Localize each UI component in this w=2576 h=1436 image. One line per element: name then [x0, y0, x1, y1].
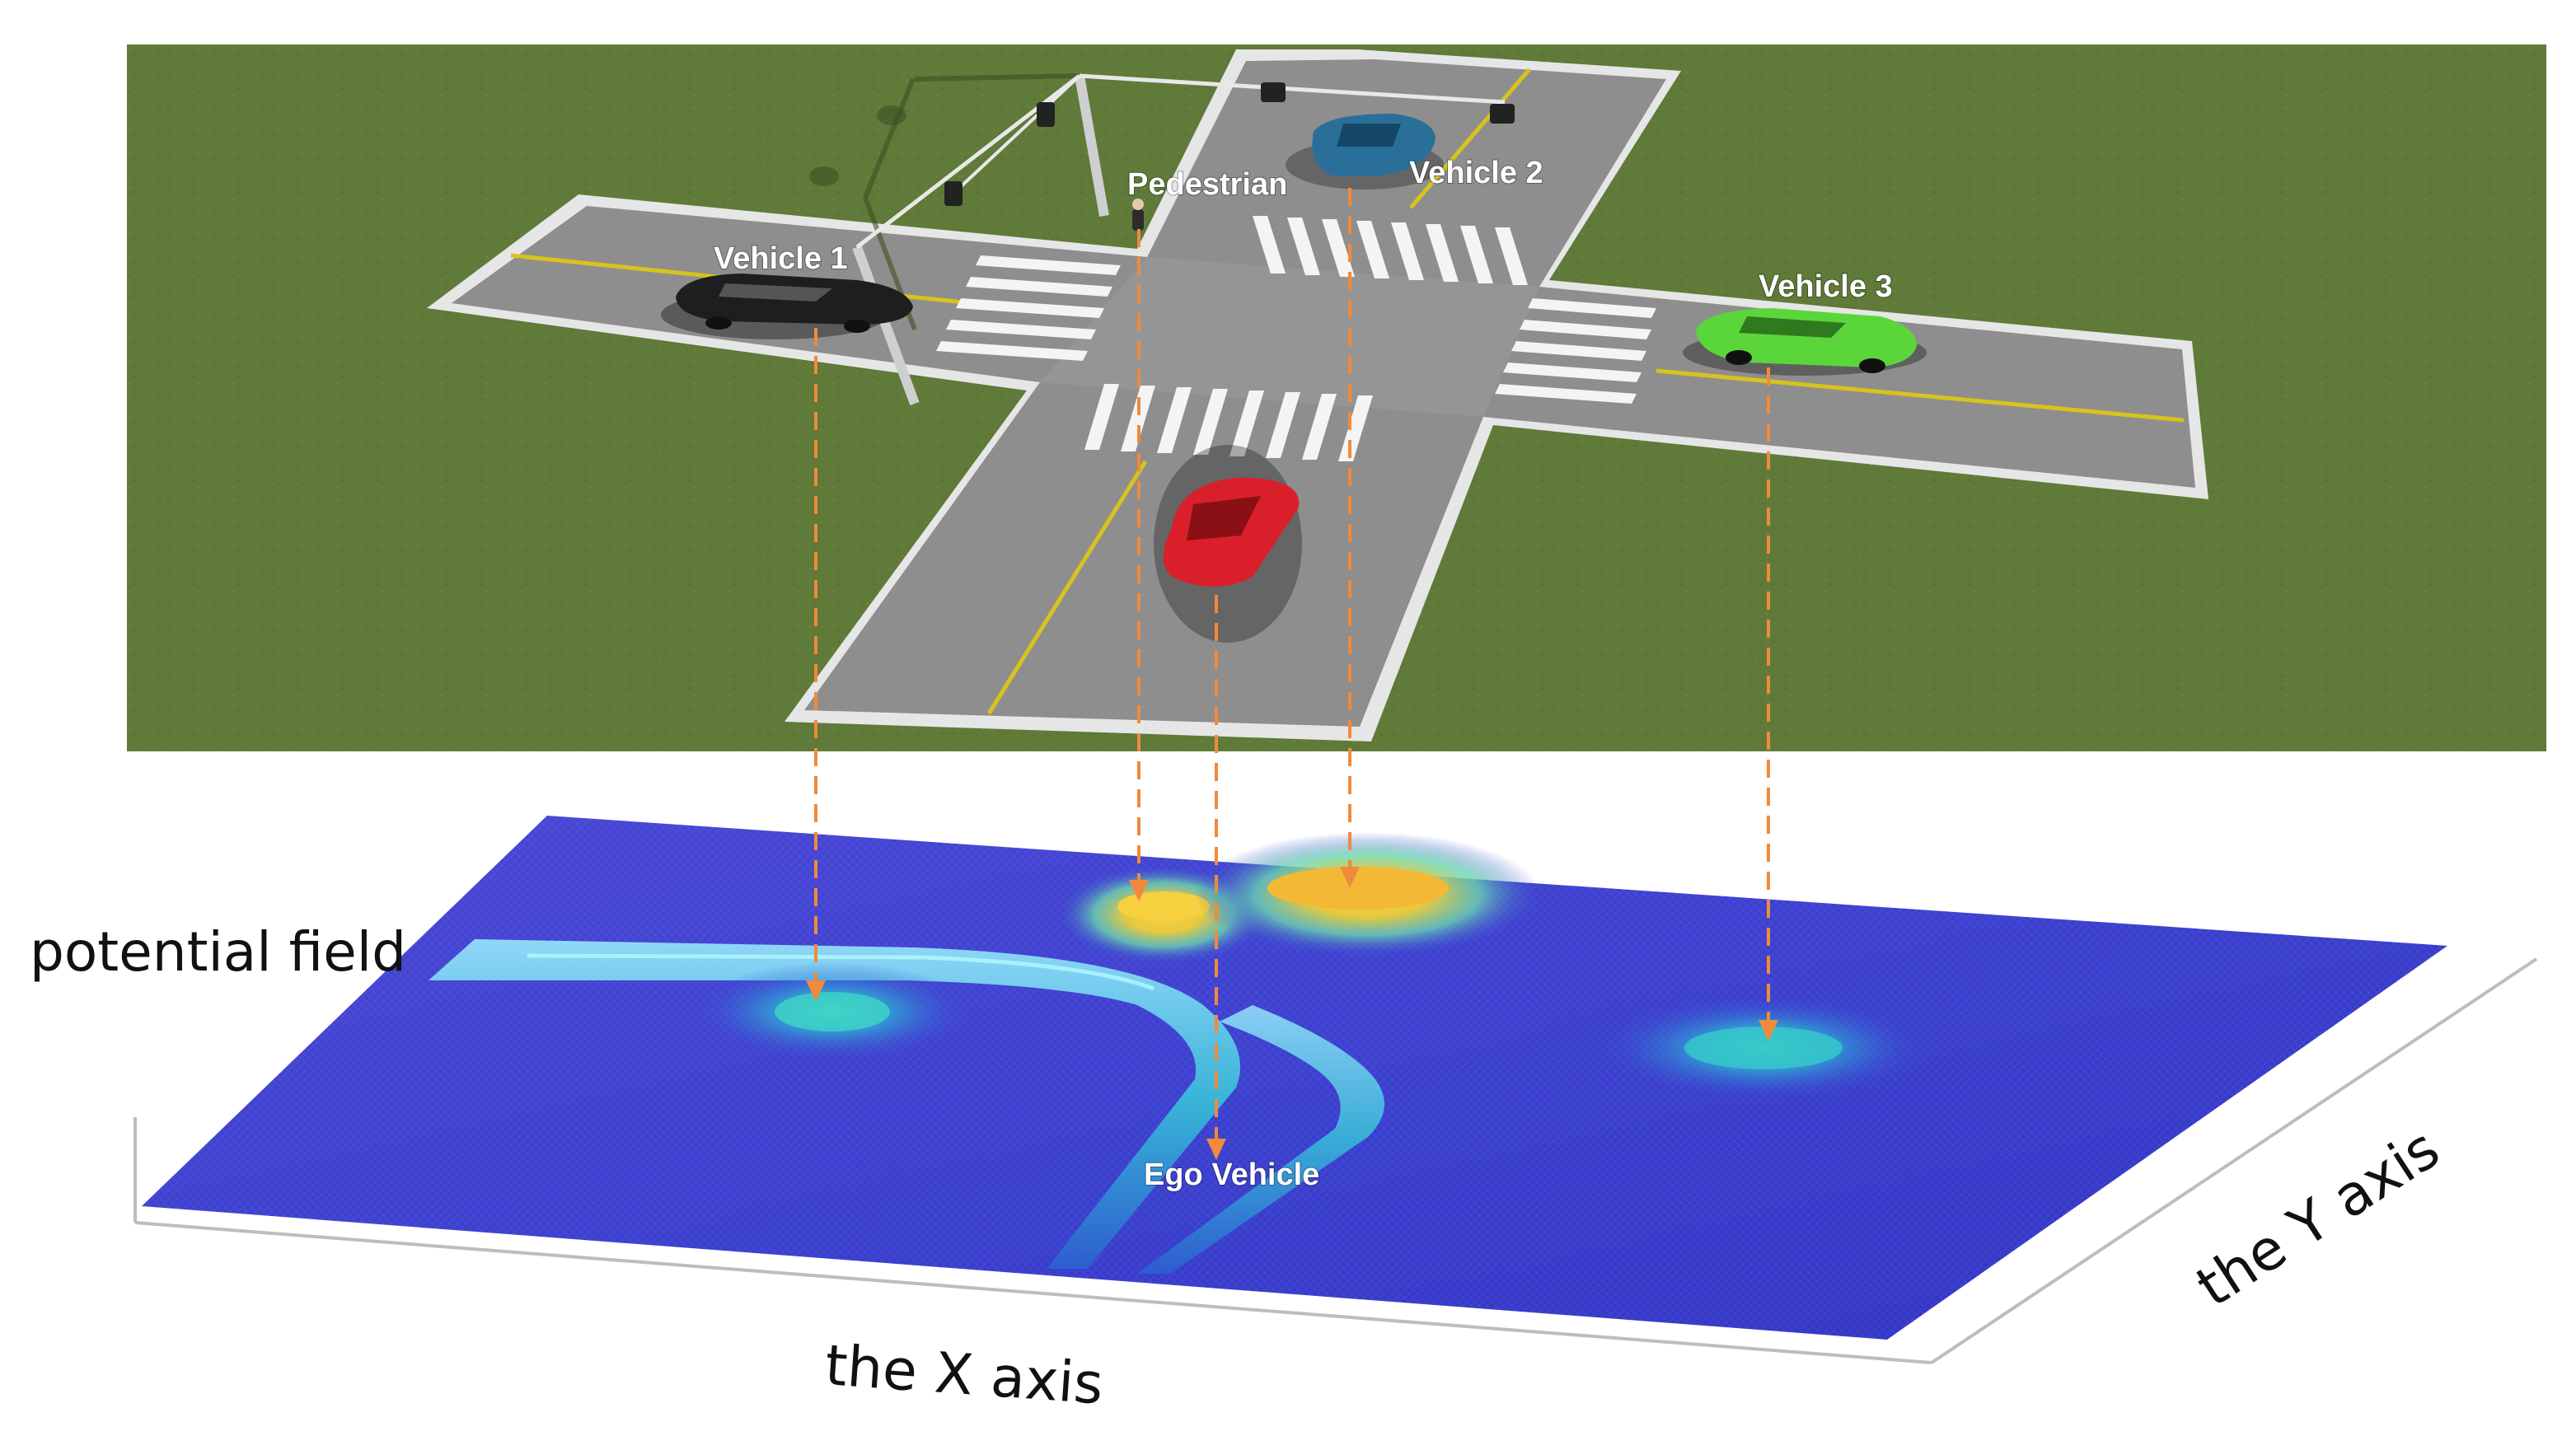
arrow-head [1129, 880, 1149, 901]
pedestrian-figure [1132, 199, 1144, 231]
crosswalk-south [1084, 384, 1373, 461]
arrow-head [1206, 1139, 1226, 1160]
traffic-signal-head [944, 181, 962, 206]
traffic-signal-head [1261, 82, 1286, 102]
vehicle-2-car [1286, 114, 1444, 189]
arrow-heads [806, 867, 1778, 1160]
y-axis-label: the Y axis [2185, 1116, 2451, 1320]
vehicle-1-car [661, 274, 913, 339]
arrow-head [806, 980, 826, 1002]
ego-vehicle-car [1154, 445, 1302, 643]
intersection-scene: Vehicle 1 Pedestrian Vehicle 2 Vehicle 3 [127, 44, 2546, 751]
arrow-head [1340, 867, 1360, 888]
traffic-signal-head [1490, 104, 1515, 124]
crosswalk-west [936, 255, 1121, 361]
traffic-signal-head [1037, 102, 1055, 127]
road-network [427, 49, 2208, 741]
traffic-light-gantry [809, 73, 1515, 406]
vehicle-2-label: Vehicle 2 [1409, 156, 1543, 190]
vehicle-1-label: Vehicle 1 [714, 241, 848, 276]
lane-boundary-ridge [429, 939, 1240, 1269]
axis-frame [133, 957, 2538, 1364]
projection-arrows [814, 188, 1770, 1140]
arrow-head [1759, 1020, 1778, 1041]
pedestrian-label: Pedestrian [1127, 167, 1287, 202]
crosswalk-east [1495, 298, 1656, 404]
potential-field-surface: Ego Vehicle [133, 816, 2538, 1364]
x-axis-label: the X axis [823, 1333, 1105, 1417]
ego-vehicle-label: Ego Vehicle [1144, 1158, 1319, 1192]
potential-field-label: potential field [30, 920, 406, 984]
crosswalk-north [1253, 216, 1528, 285]
vehicle-3-label: Vehicle 3 [1759, 269, 1893, 304]
vehicle-3-car [1683, 308, 1927, 376]
